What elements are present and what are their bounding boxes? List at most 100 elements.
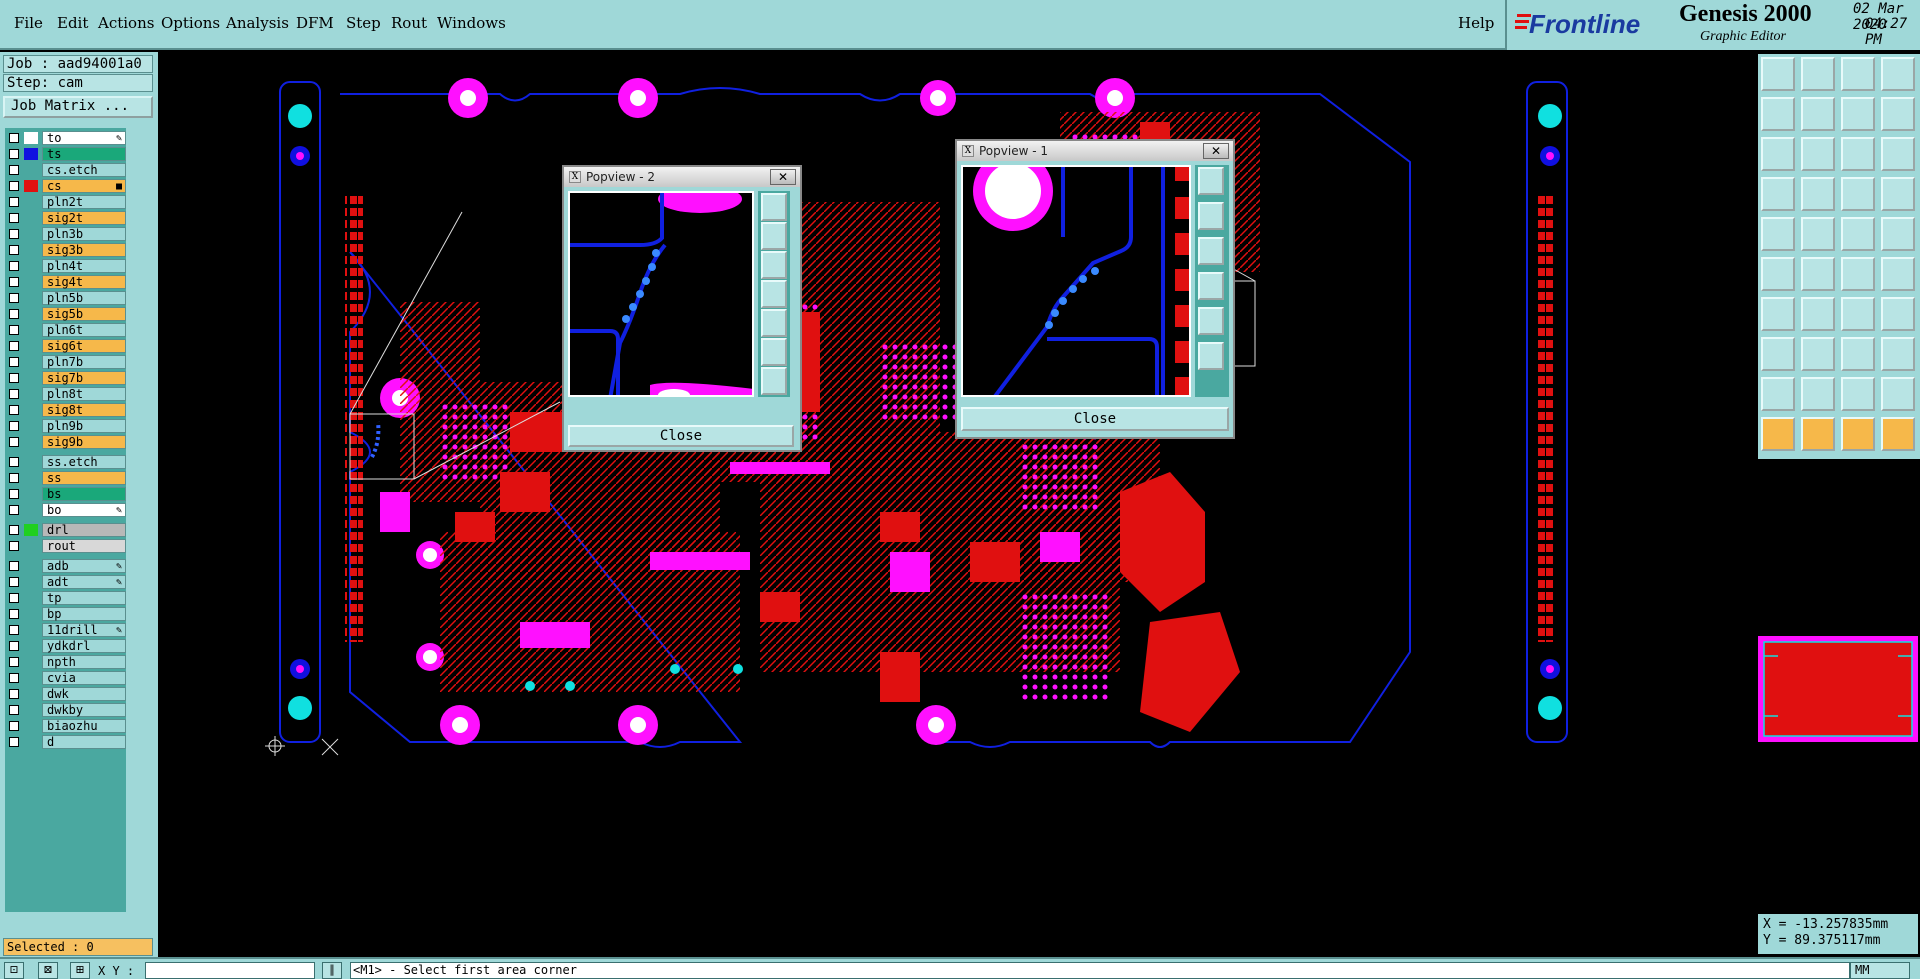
- layer-checkbox[interactable]: [9, 457, 19, 467]
- triangle-c-icon[interactable]: [1881, 377, 1915, 411]
- layer-checkbox[interactable]: [9, 389, 19, 399]
- layer-checkbox[interactable]: [9, 213, 19, 223]
- layer-checkbox[interactable]: [9, 405, 19, 415]
- layer-name[interactable]: to✎: [42, 131, 126, 145]
- triangle-b-icon[interactable]: [1841, 377, 1875, 411]
- layer-name[interactable]: pln4t: [42, 259, 126, 273]
- layer-name[interactable]: sig7b: [42, 371, 126, 385]
- layer-row-ss-etch[interactable]: ss.etch: [5, 454, 126, 470]
- layer-name[interactable]: cvia: [42, 671, 126, 685]
- layer-checkbox[interactable]: [9, 421, 19, 431]
- layer-name[interactable]: bs: [42, 487, 126, 501]
- popview-1-tool-6[interactable]: [1198, 342, 1224, 370]
- layer-row-drl[interactable]: drl: [5, 522, 126, 538]
- layer-name[interactable]: ss.etch: [42, 455, 126, 469]
- shape-icon[interactable]: [1881, 257, 1915, 291]
- one-two-icon[interactable]: [1841, 137, 1875, 171]
- pointer-4-icon[interactable]: [1881, 417, 1915, 451]
- cross-icon[interactable]: [1801, 257, 1835, 291]
- popview-1-tool-1[interactable]: [1198, 167, 1224, 195]
- popview-2-tool-7[interactable]: [761, 367, 787, 395]
- refresh-icon[interactable]: [1841, 97, 1875, 131]
- layer-name[interactable]: sig9b: [42, 435, 126, 449]
- layer-checkbox[interactable]: [9, 437, 19, 447]
- layer-row-sig9b[interactable]: sig9b: [5, 434, 126, 450]
- layer-row-dwkby[interactable]: dwkby: [5, 702, 126, 718]
- layer-checkbox[interactable]: [9, 561, 19, 571]
- home-icon[interactable]: [1841, 57, 1875, 91]
- popview-2-close-button[interactable]: Close: [568, 425, 794, 447]
- popview-1-window[interactable]: Popview - 1 X ✕ Close: [955, 139, 1235, 439]
- layer-row-dwk[interactable]: dwk: [5, 686, 126, 702]
- popview-2-close-icon[interactable]: ✕: [770, 169, 796, 185]
- layer-checkbox[interactable]: [9, 373, 19, 383]
- popview-2-tool-1[interactable]: [761, 193, 787, 221]
- layer-color-swatch[interactable]: [24, 148, 38, 160]
- line-edit-icon[interactable]: [1801, 297, 1835, 331]
- layer-name[interactable]: dwkby: [42, 703, 126, 717]
- layer-row-sig8t[interactable]: sig8t: [5, 402, 126, 418]
- popview-1-close-icon[interactable]: ✕: [1203, 143, 1229, 159]
- layer-row-ts[interactable]: ts: [5, 146, 126, 162]
- layer-checkbox[interactable]: [9, 325, 19, 335]
- layer-checkbox[interactable]: [9, 609, 19, 619]
- layer-checkbox[interactable]: [9, 689, 19, 699]
- layer-row-bp[interactable]: bp: [5, 606, 126, 622]
- layer-checkbox[interactable]: [9, 357, 19, 367]
- menu-analysis[interactable]: Analysis: [226, 14, 289, 32]
- upload-icon[interactable]: [1761, 57, 1795, 91]
- layer-row-sig5b[interactable]: sig5b: [5, 306, 126, 322]
- layer-name[interactable]: d: [42, 735, 126, 749]
- layer-name[interactable]: rout: [42, 539, 126, 553]
- layer-name[interactable]: cs.etch: [42, 163, 126, 177]
- layer-checkbox[interactable]: [9, 341, 19, 351]
- layer-name[interactable]: sig8t: [42, 403, 126, 417]
- pointer-3-icon[interactable]: [1841, 417, 1875, 451]
- layer-name[interactable]: pln9b: [42, 419, 126, 433]
- right-arrow-icon[interactable]: [1801, 97, 1835, 131]
- layer-row-pln5b[interactable]: pln5b: [5, 290, 126, 306]
- layer-checkbox[interactable]: [9, 165, 19, 175]
- menu-help[interactable]: Help: [1458, 14, 1495, 32]
- layer-checkbox[interactable]: [9, 641, 19, 651]
- popview-1-tool-5[interactable]: [1198, 307, 1224, 335]
- download-icon[interactable]: [1801, 57, 1835, 91]
- expand-icon[interactable]: [1801, 137, 1835, 171]
- popview-2-window[interactable]: Popview - 2 X ✕ Close: [562, 165, 802, 452]
- layer-checkbox[interactable]: [9, 149, 19, 159]
- layer-name[interactable]: sig4t: [42, 275, 126, 289]
- menu-options[interactable]: Options: [161, 14, 221, 32]
- layer-color-swatch[interactable]: [24, 180, 38, 192]
- angle-icon[interactable]: [1761, 297, 1795, 331]
- layer-row-sig3b[interactable]: sig3b: [5, 242, 126, 258]
- layer-name[interactable]: sig3b: [42, 243, 126, 257]
- layer-checkbox[interactable]: [9, 505, 19, 515]
- layer-checkbox[interactable]: [9, 705, 19, 715]
- xy-input[interactable]: [145, 962, 315, 979]
- popview-1-close-button[interactable]: Close: [961, 407, 1229, 431]
- popview-2-tool-6[interactable]: [761, 338, 787, 366]
- layer-checkbox[interactable]: [9, 657, 19, 667]
- popview-2-tool-2[interactable]: [761, 222, 787, 250]
- layer-name[interactable]: pln5b: [42, 291, 126, 305]
- menu-file[interactable]: File: [14, 14, 43, 32]
- net-icon[interactable]: [1881, 337, 1915, 371]
- menu-dfm[interactable]: DFM: [296, 14, 334, 32]
- layer-row-d[interactable]: d: [5, 734, 126, 750]
- layer-row-npth[interactable]: npth: [5, 654, 126, 670]
- popview-1-tool-3[interactable]: [1198, 237, 1224, 265]
- layer-name[interactable]: tp: [42, 591, 126, 605]
- layer-name[interactable]: ydkdrl: [42, 639, 126, 653]
- layer-name[interactable]: ts: [42, 147, 126, 161]
- popview-1-tool-2[interactable]: [1198, 202, 1224, 230]
- pointer-2-icon[interactable]: [1801, 417, 1835, 451]
- layer-row-bo[interactable]: bo✎: [5, 502, 126, 518]
- job-matrix-button[interactable]: Job Matrix ...: [3, 96, 153, 118]
- layer-name[interactable]: cs■: [42, 179, 126, 193]
- layer-color-swatch[interactable]: [24, 524, 38, 536]
- popview-2-viewport[interactable]: [568, 191, 754, 397]
- layer-name[interactable]: dwk: [42, 687, 126, 701]
- layer-checkbox[interactable]: [9, 541, 19, 551]
- board-overview-map[interactable]: [1758, 636, 1918, 742]
- layer-name[interactable]: sig2t: [42, 211, 126, 225]
